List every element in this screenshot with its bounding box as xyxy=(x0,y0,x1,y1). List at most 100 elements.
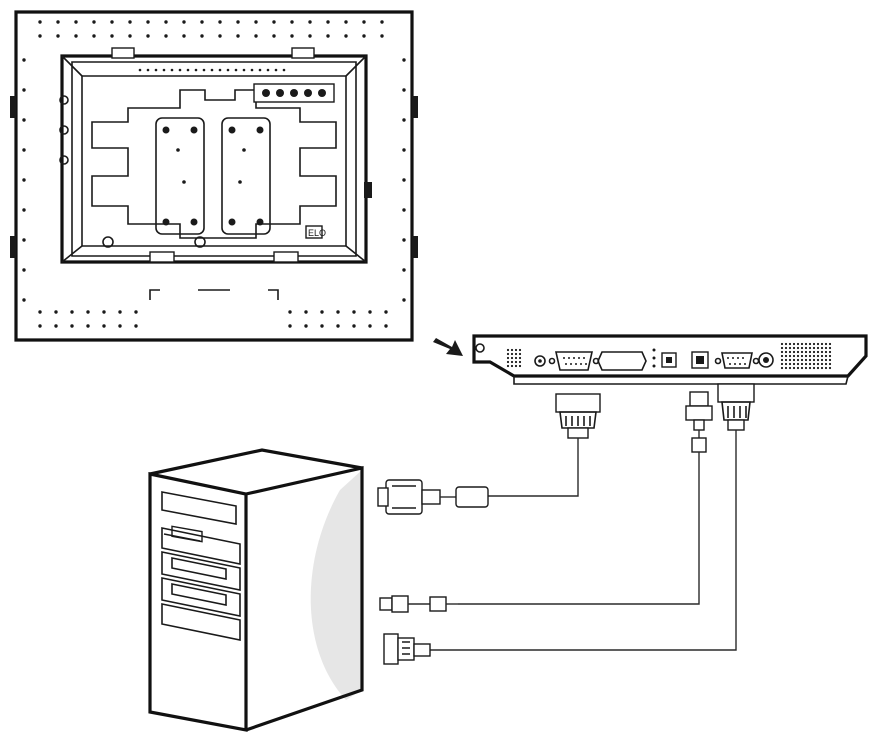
dvi-port xyxy=(597,351,647,371)
vent-hole xyxy=(804,366,808,370)
vent-hole xyxy=(828,346,832,350)
vent-hole xyxy=(816,358,820,362)
vent-hole xyxy=(242,68,246,72)
vent-hole xyxy=(780,362,784,366)
tower-side xyxy=(245,466,364,732)
vent-hole xyxy=(128,20,132,24)
vent-hole xyxy=(402,178,406,182)
vent-hole xyxy=(780,346,784,350)
tower-top xyxy=(149,448,363,476)
vent-hole xyxy=(824,346,828,350)
vent-hole xyxy=(402,268,406,272)
vent-hole xyxy=(290,20,294,24)
vent-hole xyxy=(22,208,26,212)
vent-hole xyxy=(808,362,812,366)
vent-hole xyxy=(510,364,514,368)
vent-hole xyxy=(336,310,340,314)
vent-hole xyxy=(800,350,804,354)
vent-hole xyxy=(128,34,132,38)
drive-bay-1 xyxy=(161,527,241,565)
vent-hole xyxy=(568,357,570,359)
vent-hole xyxy=(565,363,567,365)
video-cable-monitor-plug xyxy=(488,393,601,497)
vent-hole xyxy=(804,362,808,366)
vent-hole xyxy=(820,346,824,350)
vent-hole xyxy=(308,34,312,38)
vent-hole xyxy=(236,20,240,24)
vent-hole xyxy=(808,354,812,358)
vent-hole xyxy=(86,310,90,314)
vent-hole xyxy=(138,68,142,72)
vent-hole xyxy=(812,342,816,346)
desktop-tower-icon xyxy=(148,448,364,732)
vent-hole xyxy=(182,20,186,24)
vent-hole xyxy=(820,366,824,370)
vent-hole xyxy=(234,68,238,72)
vent-hole xyxy=(518,352,522,356)
vent-hole xyxy=(22,178,26,182)
vent-hole xyxy=(352,310,356,314)
usb-cable-computer-plug xyxy=(379,595,458,613)
vent-hole xyxy=(828,354,832,358)
vent-hole xyxy=(514,352,518,356)
vent-hole xyxy=(402,118,406,122)
vent-hole xyxy=(744,363,746,365)
vent-hole xyxy=(22,118,26,122)
vent-hole xyxy=(820,354,824,358)
vent-hole xyxy=(563,357,565,359)
vent-hole xyxy=(218,34,222,38)
vent-hole xyxy=(54,324,58,328)
vent-hole xyxy=(402,88,406,92)
vent-hole xyxy=(102,310,106,314)
vent-hole xyxy=(320,310,324,314)
vent-hole xyxy=(804,342,808,346)
vent-hole xyxy=(820,350,824,354)
vent-hole xyxy=(784,358,788,362)
vent-hole xyxy=(22,88,26,92)
vent-hole xyxy=(788,358,792,362)
vent-hole xyxy=(737,357,739,359)
vent-hole xyxy=(780,358,784,362)
vent-hole xyxy=(326,34,330,38)
vent-hole xyxy=(368,324,372,328)
vent-hole xyxy=(92,20,96,24)
monitor-rear-view-icon: ELO xyxy=(10,10,418,342)
vent-hole xyxy=(784,366,788,370)
vent-hole xyxy=(194,68,198,72)
vent-hole xyxy=(254,34,258,38)
vent-hole xyxy=(732,357,734,359)
vent-hole xyxy=(380,34,384,38)
vent-hole xyxy=(824,354,828,358)
vent-hole xyxy=(812,362,816,366)
vent-hole xyxy=(518,356,522,360)
vent-hole xyxy=(729,363,731,365)
vent-hole xyxy=(38,324,42,328)
vent-hole xyxy=(86,324,90,328)
panel-vents-left xyxy=(506,348,522,368)
vent-hole xyxy=(170,68,174,72)
vent-hole xyxy=(146,20,150,24)
vent-hole xyxy=(514,356,518,360)
vent-hole xyxy=(792,350,796,354)
vent-hole xyxy=(824,358,828,362)
vent-hole xyxy=(796,342,800,346)
vent-hole xyxy=(186,68,190,72)
vent-hole xyxy=(304,310,308,314)
vent-hole xyxy=(800,354,804,358)
vent-hole xyxy=(800,358,804,362)
vent-hole xyxy=(518,360,522,364)
vent-hole xyxy=(22,298,26,302)
vent-hole xyxy=(784,346,788,350)
vent-hole xyxy=(816,342,820,346)
vent-hole xyxy=(796,358,800,362)
vent-hole xyxy=(804,358,808,362)
vent-hole xyxy=(828,366,832,370)
vent-hole xyxy=(134,324,138,328)
vent-hole xyxy=(816,354,820,358)
drive-bay-2 xyxy=(161,551,241,591)
vent-hole xyxy=(254,20,258,24)
vent-hole xyxy=(402,298,406,302)
vent-hole xyxy=(796,362,800,366)
vent-hole xyxy=(800,342,804,346)
vent-hole xyxy=(828,358,832,362)
